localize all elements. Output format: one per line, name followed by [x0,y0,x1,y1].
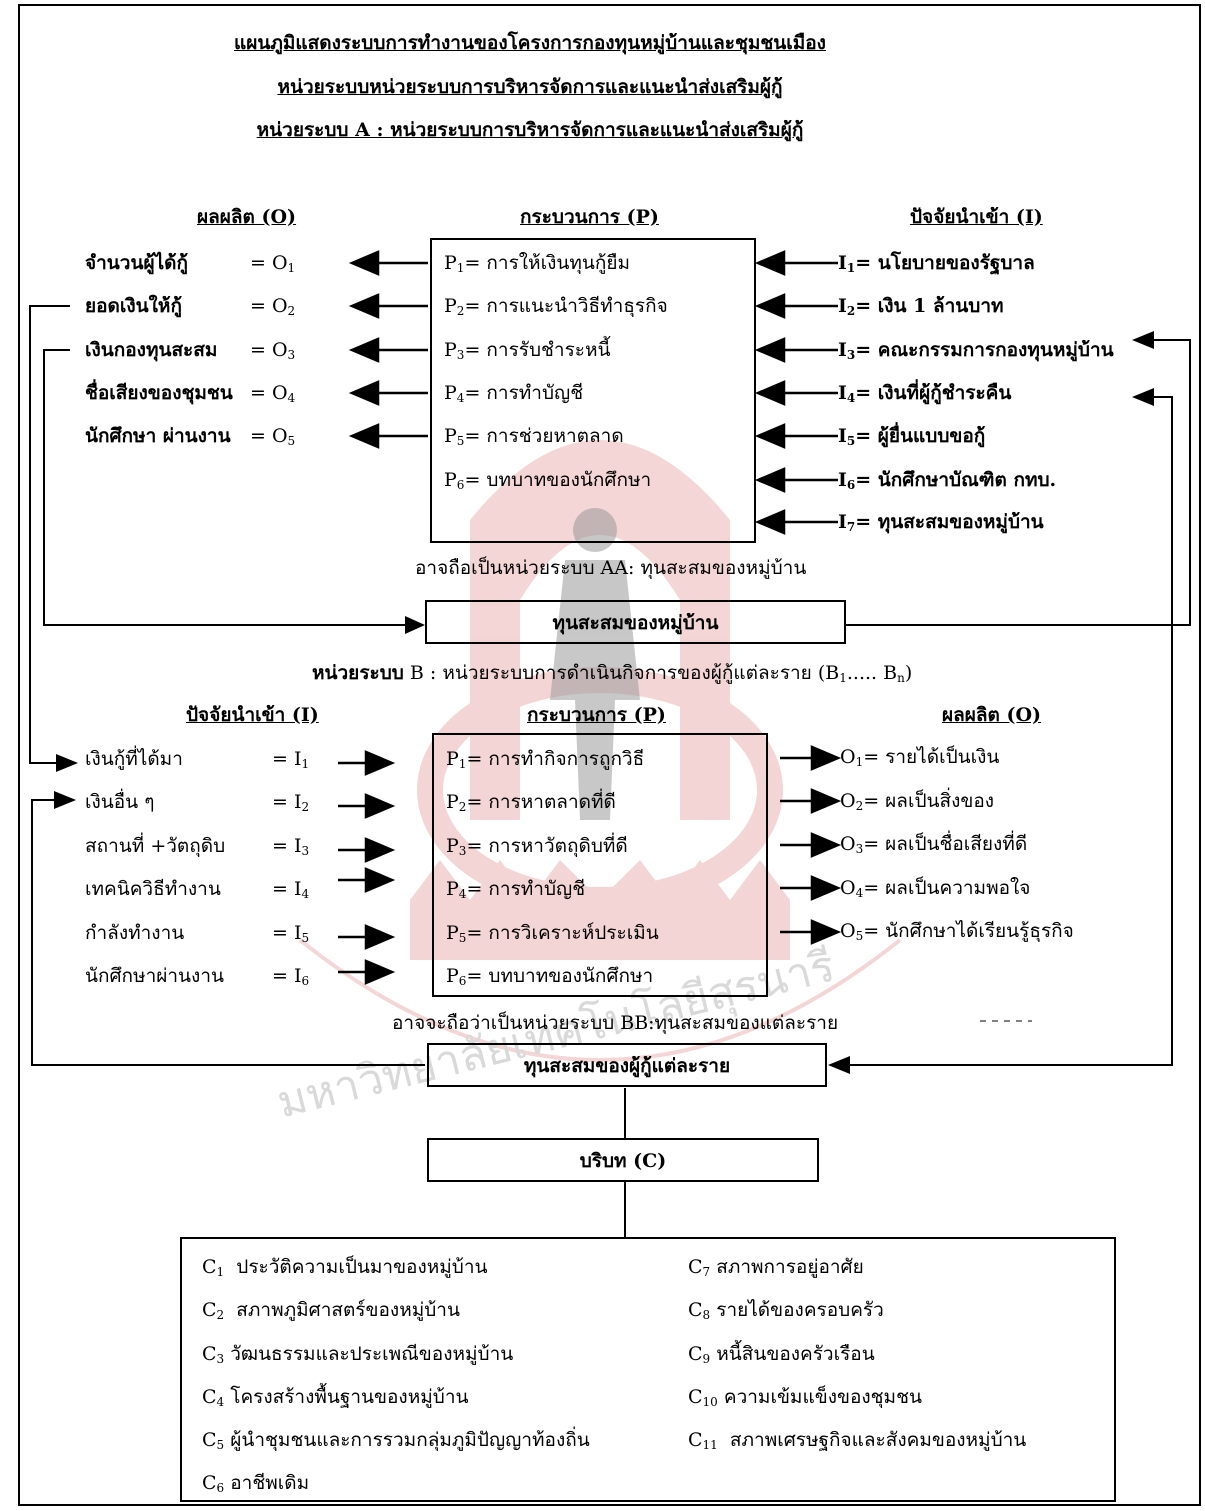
diagram-title: แผนภูมิแสดงระบบการทำงานของโครงการกองทุนห… [234,32,826,54]
unit-b-process-4: P4= การทำบัญชี [446,878,586,901]
unit-b-process-5: P5= การวิเคราะห์ประเมิน [446,922,659,945]
unit-b-input-symbol: = I3 [272,835,310,858]
unit-a-capital-box [425,600,846,644]
unit-a-output-symbol: = O5 [250,425,296,448]
unit-b-output-arrows [780,745,842,945]
unit-b-input-label: กำลังทำงาน [85,922,185,944]
unit-b-input-label: นักศึกษาผ่านงาน [85,965,224,987]
unit-a-process-3: P3= การรับชำระหนี้ [444,339,611,362]
context-factor-4: C4 โครงสร้างพื้นฐานของหมู่บ้าน [202,1386,469,1409]
context-label: บริบท (C) [579,1150,667,1172]
unit-b-process-6: P6= บทบาทของนักศึกษา [446,965,654,988]
unit-b-output-1: O1= รายได้เป็นเงิน [840,746,1000,769]
unit-a-output-label: นักศึกษา ผ่านงาน [85,425,231,447]
context-factor-1: C1 ประวัติความเป็นมาของหมู่บ้าน [202,1256,488,1279]
unit-b-input-label: เงินกู้ที่ได้มา [85,748,183,770]
context-factor-5: C5 ผู้นำชุมชนและการรวมกลุ่มภูมิปัญญาท้อง… [202,1429,590,1452]
unit-a-input-2: I2= เงิน 1 ล้านบาท [838,295,1004,318]
context-factors-box [180,1237,1116,1502]
unit-b-input-symbol: = I5 [272,922,310,945]
unit-a-output-symbol: = O3 [250,339,296,362]
unit-b-input-label: เทคนิควิธีทำงาน [85,878,221,900]
unit-b-input-symbol: = I2 [272,791,310,814]
unit-b-process-1: P1= การทำกิจการถูกวิธี [446,748,645,771]
unit-a-capital-label: ทุนสะสมของหมู่บ้าน [552,612,719,634]
unit-b-outputs-header: ผลผลิต (O) [942,704,1042,726]
unit-a-output-arrows [348,250,428,449]
unit-a-process-5: P5= การช่วยหาตลาด [444,425,624,448]
unit-b-input-label: สถานที่ +วัตถุดิบ [85,835,226,857]
context-factor-3: C3 วัฒนธรรมและประเพณีของหมู่บ้าน [202,1343,514,1366]
unit-a-process-6: P6= บทบาทของนักศึกษา [444,469,652,492]
unit-b-output-5: O5= นักศึกษาได้เรียนรู้ธุรกิจ [840,920,1074,943]
unit-a-input-4: I4= เงินที่ผู้กู้ชำระคืน [838,382,1012,405]
unit-b-input-symbol: = I6 [272,965,310,988]
unit-a-input-5: I5= ผู้ยื่นแบบขอกู้ [838,425,986,448]
unit-a-input-6: I6= นักศึกษาบัณฑิต กทบ. [838,469,1057,492]
unit-b-output-4: O4= ผลเป็นความพอใจ [840,877,1031,900]
unit-b-output-2: O2= ผลเป็นสิ่งของ [840,790,995,813]
unit-a-input-3: I3= คณะกรรมการกองทุนหมู่บ้าน [838,339,1114,362]
unit-a-process-header: กระบวนการ (P) [520,206,659,228]
unit-a-input-7: I7= ทุนสะสมของหมู่บ้าน [838,511,1044,534]
context-factor-9: C9 หนี้สินของครัวเรือน [688,1343,875,1366]
feedback-arrowheads [54,331,1154,1074]
unit-b-input-arrows [338,750,396,985]
unit-b-process-box [432,733,768,997]
context-factor-2: C2 สภาพภูมิศาสตร์ของหมู่บ้าน [202,1299,460,1322]
unit-a-process-box [430,238,756,543]
unit-a-process-2: P2= การแนะนำวิธีทำธุรกิจ [444,295,668,318]
outer-frame [18,4,1201,1506]
unit-a-input-arrows [754,250,838,535]
unit-a-output-symbol: = O4 [250,382,296,405]
unit-a-output-symbol: = O2 [250,295,296,318]
unit-a-output-label: ยอดเงินให้กู้ [85,295,182,317]
feedback-loops [29,305,1191,1237]
unit-a-title: หน่วยระบบ A : หน่วยระบบการบริหารจัดการแล… [256,119,804,141]
unit-b-input-label: เงินอื่น ๆ [85,791,155,813]
unit-a-input-1: I1= นโยบายของรัฐบาล [838,252,1035,275]
unit-a-process-1: P1= การให้เงินทุนกู้ยืม [444,252,631,275]
context-box [427,1138,819,1182]
unit-a-inputs-header: ปัจจัยนำเข้า (I) [910,206,1043,228]
unit-b-process-3: P3= การหาวัตถุดิบที่ดี [446,835,628,858]
unit-a-process-4: P4= การทำบัญชี [444,382,584,405]
context-factor-11: C11 สภาพเศรษฐกิจและสังคมของหมู่บ้าน [688,1429,1027,1452]
unit-a-output-label: ชื่อเสียงของชุมชน [85,382,233,404]
unit-b-process-header: กระบวนการ (P) [527,704,666,726]
unit-b-input-symbol: = I4 [272,878,310,901]
diagram-subtitle: หน่วยระบบหน่วยระบบการบริหารจัดการและแนะน… [277,76,783,98]
unit-b-output-3: O3= ผลเป็นชื่อเสียงที่ดี [840,833,1028,856]
unit-a-note: อาจถือเป็นหน่วยระบบ AA: ทุนสะสมของหมู่บ้… [415,557,807,579]
unit-b-capital-box [427,1043,827,1087]
context-factor-7: C7 สภาพการอยู่อาศัย [688,1256,864,1279]
unit-a-outputs-header: ผลผลิต (O) [197,206,297,228]
unit-b-capital-label: ทุนสะสมของผู้กู้แต่ละราย [523,1055,731,1077]
unit-b-process-2: P2= การหาตลาดที่ดี [446,791,616,814]
unit-a-output-label: จำนวนผู้ได้กู้ [85,252,188,274]
unit-b-title: หน่วยระบบ B : หน่วยระบบการดำเนินกิจการขอ… [312,662,913,685]
unit-a-output-label: เงินกองทุนสะสม [85,339,218,361]
context-factor-10: C10 ความเข้มแข็งของชุมชน [688,1386,922,1409]
unit-b-note: อาจจะถือว่าเป็นหน่วยระบบ BB:ทุนสะสมของแต… [392,1012,839,1034]
context-factor-6: C6 อาชีพเดิม [202,1472,310,1495]
context-factor-8: C8 รายได้ของครอบครัว [688,1299,884,1322]
unit-a-output-symbol: = O1 [250,252,296,275]
unit-b-inputs-header: ปัจจัยนำเข้า (I) [186,704,319,726]
unit-b-input-symbol: = I1 [272,748,310,771]
